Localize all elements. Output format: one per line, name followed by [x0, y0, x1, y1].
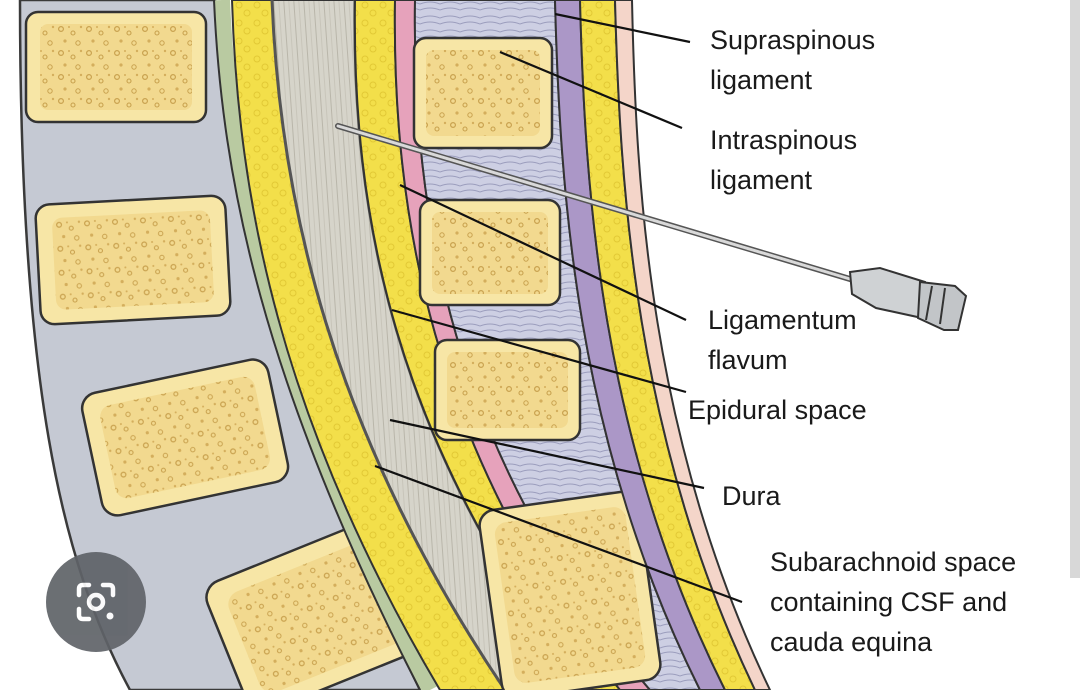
label-supraspinous-ligament: Supraspinous ligament [710, 25, 876, 95]
label-epidural-space: Epidural space [688, 395, 867, 425]
label-intraspinous-ligament: Intraspinous ligament [710, 125, 858, 195]
posterior-longitudinal-ligament [214, 0, 438, 694]
label-ligamentum-flavum: Ligamentum flavum [708, 305, 857, 375]
label-dura: Dura [722, 481, 781, 511]
label-subarachnoid-space: Subarachnoid space containing CSF and ca… [770, 547, 1017, 657]
lens-search-button[interactable] [46, 552, 146, 652]
camera-search-icon [76, 582, 116, 622]
leader-lines [374, 12, 743, 604]
scroll-edge [1070, 0, 1080, 578]
spinal-needle [335, 123, 968, 331]
spinous-processes [412, 36, 662, 695]
